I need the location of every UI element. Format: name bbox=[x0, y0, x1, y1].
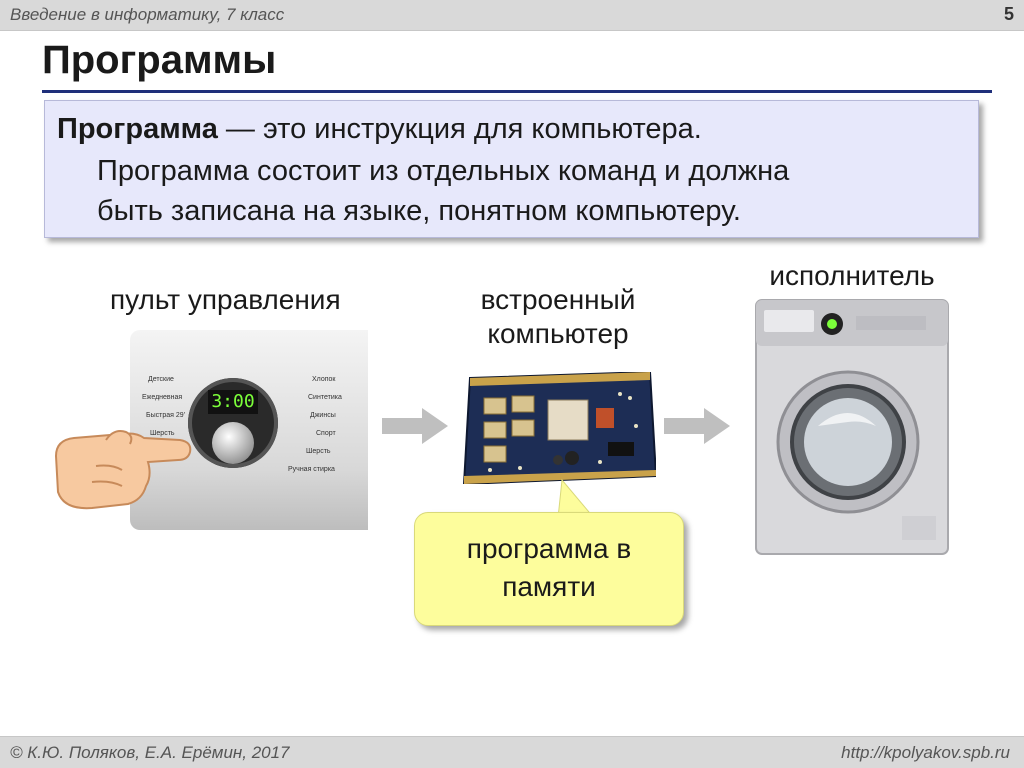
program-label: Спорт bbox=[316, 430, 336, 437]
circuit-board-image bbox=[462, 372, 656, 484]
definition-box: Программа — это инструкция для компьютер… bbox=[44, 100, 979, 238]
callout-line-1: программа в bbox=[466, 533, 632, 564]
timer-display: 3:00 bbox=[208, 390, 258, 414]
program-label: Шерсть bbox=[150, 430, 175, 437]
program-label: Ручная стирка bbox=[288, 466, 335, 473]
page-number: 5 bbox=[1003, 4, 1014, 24]
control-panel-image: Детские Ежедневная Быстрая 29' Шерсть Хл… bbox=[130, 330, 368, 530]
arrow-right-icon bbox=[382, 408, 448, 444]
program-label: Ежедневная bbox=[142, 394, 183, 401]
course-title: Введение в информатику, 7 класс bbox=[10, 5, 285, 24]
caption-executor: исполнитель bbox=[769, 260, 935, 291]
caption-computer-2: компьютер bbox=[487, 318, 629, 349]
program-label: Джинсы bbox=[310, 412, 336, 419]
definition-line-3: быть записана на языке, понятном компьют… bbox=[97, 195, 741, 227]
title-divider bbox=[42, 90, 992, 93]
footer-url[interactable]: http://kpolyakov.spb.ru bbox=[841, 743, 1010, 762]
definition-line-2: Программа состоит из отдельных команд и … bbox=[97, 155, 790, 187]
page-title: Программы bbox=[42, 38, 277, 82]
washing-machine-image bbox=[755, 299, 949, 555]
memory-callout: программа в памяти bbox=[414, 512, 684, 626]
definition-term: Программа bbox=[57, 113, 218, 145]
definition-line-1: Программа — это инструкция для компьютер… bbox=[57, 113, 702, 146]
dial-knob bbox=[212, 422, 254, 464]
program-label: Быстрая 29' bbox=[146, 412, 185, 419]
caption-remote: пульт управления bbox=[110, 284, 341, 315]
callout-line-2: памяти bbox=[502, 571, 596, 602]
definition-text: — это инструкция для компьютера. bbox=[217, 113, 702, 145]
pointing-hand-icon bbox=[54, 430, 192, 510]
header-bar: Введение в информатику, 7 класс 5 bbox=[0, 0, 1024, 31]
footer-authors: © К.Ю. Поляков, Е.А. Ерёмин, 2017 bbox=[10, 743, 290, 762]
footer-bar: © К.Ю. Поляков, Е.А. Ерёмин, 2017 http:/… bbox=[0, 736, 1024, 768]
program-label: Детские bbox=[148, 376, 174, 383]
program-dial: 3:00 bbox=[188, 378, 278, 468]
program-label: Шерсть bbox=[306, 448, 331, 455]
callout-pointer bbox=[557, 478, 595, 518]
caption-computer-1: встроенный bbox=[480, 284, 636, 315]
program-label: Хлопок bbox=[312, 376, 336, 383]
arrow-right-icon bbox=[664, 408, 730, 444]
program-label: Синтетика bbox=[308, 394, 342, 401]
